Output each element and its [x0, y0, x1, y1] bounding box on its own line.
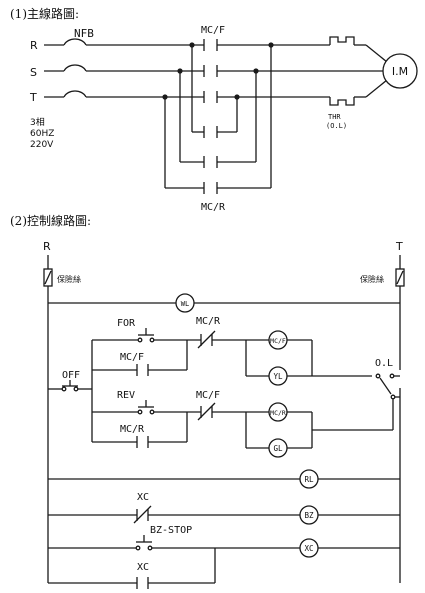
- main-circuit-heading: (1)主線路圖:: [10, 6, 79, 21]
- bz-label: BZ: [304, 511, 314, 520]
- motor-symbol: [382, 53, 418, 89]
- rev-label: REV: [117, 390, 135, 401]
- mcf-main-label: MC/F: [201, 25, 225, 36]
- relay-xc: [299, 538, 319, 558]
- supply-volt: 220V: [30, 140, 54, 150]
- coil-mcf-label: MC/F: [270, 337, 286, 345]
- lamp-wl: [175, 293, 195, 313]
- main-wiring: [44, 36, 418, 194]
- mcr-main-label: MC/R: [201, 202, 226, 213]
- bz-stop-label: BZ-STOP: [150, 525, 192, 536]
- hold-mcr-label: MC/R: [120, 424, 145, 435]
- control-wiring: [43, 255, 405, 589]
- coil-mcr-label: MC/R: [270, 409, 286, 417]
- thermal-relay: [329, 36, 388, 106]
- fuse-right-label: 保險絲: [360, 274, 384, 284]
- rl-label: RL: [304, 475, 314, 484]
- gl-label: GL: [273, 444, 283, 453]
- wl-label: WL: [181, 300, 189, 308]
- xc-no-label: XC: [137, 562, 149, 573]
- ol-label: O.L: [375, 358, 393, 369]
- mcf-contacts: [203, 39, 218, 103]
- for-label: FOR: [117, 318, 136, 329]
- coil-mcr: [268, 402, 288, 422]
- phase-s-label: S: [30, 66, 37, 79]
- buzzer: [299, 505, 319, 525]
- hold-mcf-label: MC/F: [120, 352, 144, 363]
- lamp-gl: [268, 438, 288, 458]
- interlock-mcf-label: MC/F: [196, 390, 220, 401]
- yl-label: YL: [273, 372, 283, 381]
- thr-label: THR: [328, 113, 341, 121]
- phase-r-label: R: [30, 39, 38, 52]
- off-label: OFF: [62, 370, 80, 381]
- ctrl-supply-r: R: [43, 240, 51, 253]
- control-circuit-heading: (2)控制線路圖:: [10, 213, 91, 228]
- interlock-mcr-label: MC/R: [196, 316, 221, 327]
- ctrl-supply-t: T: [395, 240, 403, 253]
- supply-freq: 60HZ: [30, 129, 54, 139]
- breaker-label: NFB: [74, 27, 94, 40]
- thr-sub-label: (O.L): [326, 122, 347, 130]
- lamp-rl: [299, 469, 319, 489]
- phase-t-label: T: [29, 91, 37, 104]
- lamp-yl: [268, 366, 288, 386]
- mcr-contacts: [203, 126, 218, 194]
- xc-nc-label: XC: [137, 492, 149, 503]
- xc-coil-label: XC: [304, 544, 313, 553]
- supply-phase: 3相: [30, 116, 45, 128]
- fuse-left-label: 保險絲: [57, 274, 81, 284]
- motor-label: I.M: [392, 65, 408, 78]
- coil-mcf: [268, 330, 288, 350]
